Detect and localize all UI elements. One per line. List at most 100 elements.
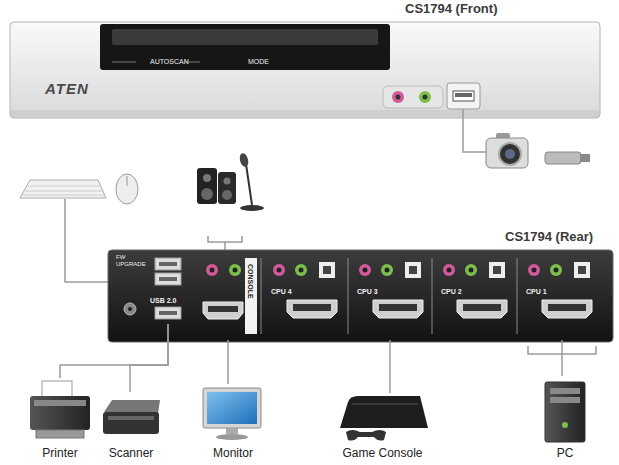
cpu-port-sections [405,262,421,278]
front-panel-body [112,29,378,45]
usb-stick-icon [580,154,590,162]
button-label: MODE [248,58,269,66]
mouse-icon [116,174,138,204]
monitor-icon [226,428,238,434]
game-console-icon [340,396,428,441]
cpu-port-sections [273,264,285,276]
rear-panel-body [203,302,243,319]
cpu-port-sections [319,262,335,278]
port-label: CPU 4 [271,288,292,296]
front-panel-body [383,86,443,108]
camera-icon [505,149,515,159]
usb-wire [463,109,486,152]
device: PC [535,376,595,462]
cpu-port-sections [463,304,501,311]
cpu-port-sections [299,268,304,273]
audio-bracket [208,236,242,250]
mouse-icon [127,176,128,186]
cpu-port-sections [457,300,507,318]
front-panel-body [10,22,600,118]
keyboard-wire [65,199,108,282]
port-label: CONSOLE [246,264,254,299]
device-caption: Scanner [100,447,162,461]
front-panel-body [419,91,431,103]
cable-connector [389,340,391,393]
cpu-port-sections [542,300,592,318]
cpu-port-sections [469,268,474,273]
cpu-port-sections [578,266,586,274]
rear-panel-body [155,307,181,319]
button-label: AUTOSCAN [150,58,189,66]
speaker-icon [203,174,211,182]
printer-icon [30,396,90,430]
camera-icon [486,138,528,168]
front-panel-body [455,93,472,97]
port-label: USB 2.0 [150,297,176,305]
rear-panel: CS1794 (Rear)USB 2.0CONSOLECPU 4CPU 3CPU… [108,250,613,342]
rear-panel-body [210,268,215,273]
front-panel-body [100,24,390,70]
brand-logo: ATEN [45,80,89,97]
pc-tower-icon [545,382,585,442]
speaker-icon [224,178,231,185]
cpu-port-sections [287,300,337,318]
rear-panel-body [206,264,218,276]
rear-panel-body [155,258,181,270]
monitor-icon [216,434,248,440]
game-console-icon [340,396,428,428]
cpu-port-section: CPU 3 [349,256,431,340]
cpu-port-sections [385,268,390,273]
port-label: CPU 3 [357,288,378,296]
printer-icon [36,430,84,438]
port-label: CPU 1 [526,288,547,296]
cpu-port-sections [273,262,592,318]
rear-panel-body [128,307,132,311]
cpu-port-sections [363,268,368,273]
cpu-port-sections [379,304,417,311]
keyboard-icon [23,186,104,195]
mouse-icon [116,174,138,204]
microphone-icon [238,152,249,168]
cpu-port-sections [465,264,477,276]
game-console-icon [352,404,418,405]
audio-bracket [208,236,242,250]
monitor-icon [203,388,261,428]
cable-connector [130,324,168,392]
pc-tower-icon [550,397,580,403]
speaker-icon [197,168,236,204]
cpu-port-sections [493,266,501,274]
keyboard-icon [20,180,106,198]
rear-panel-body [159,277,177,281]
cpu-port-sections [409,266,417,274]
cpu-port-sections [528,264,540,276]
pc-tower-icon [550,388,580,394]
front-panel: CS1794 (Front)ATENAUTOSCANMODE [10,22,600,118]
scanner-icon [108,416,154,420]
rear-panel-body [245,258,257,334]
printer-icon [30,381,90,438]
rear-panel-body [159,262,177,266]
usb-port-group: USB 2.0 [148,296,188,324]
front-panel-body [423,95,428,100]
usb-wire [463,109,486,152]
cpu-port-sections [293,304,331,311]
speaker-icon [222,190,232,200]
cpu-port-sections [359,264,371,276]
pc-tower-icon [545,382,585,442]
rear-panel-body [124,303,136,315]
cpu-port-sections [381,264,393,276]
keyboard-wire [65,199,108,282]
cpu-port-sections [532,268,537,273]
rear-panel-body [261,258,517,334]
rear-panel-body [229,264,241,276]
rear-panel-body [159,311,177,315]
device-caption: Monitor [198,447,268,461]
scanner-icon [103,412,159,434]
usb-stick-icon [545,152,581,164]
panel-heading: CS1794 (Rear) [505,230,593,245]
rear-panel-body [108,250,613,342]
cpu-port-sections [295,264,307,276]
camera-icon [499,143,521,165]
game-console-icon [346,430,386,441]
